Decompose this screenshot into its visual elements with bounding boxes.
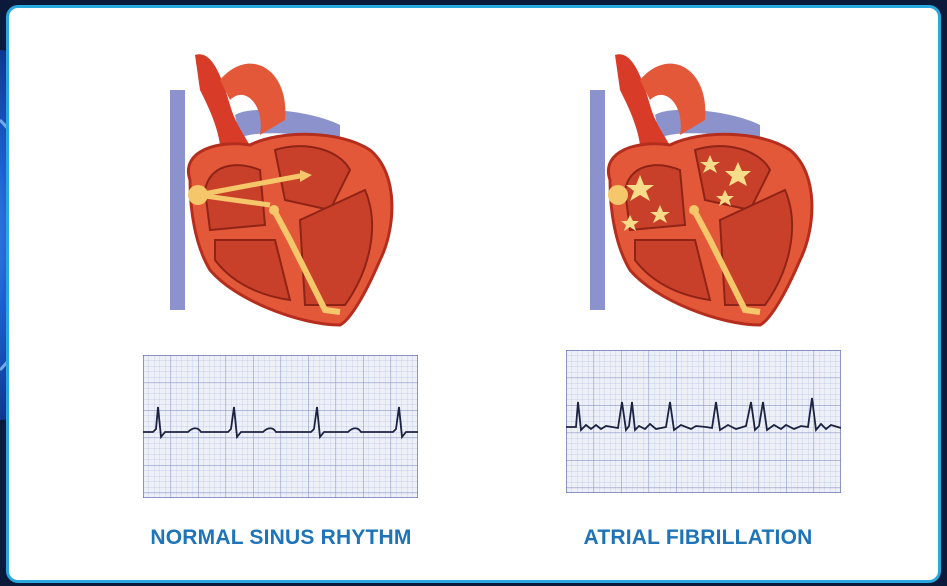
sa-node [608, 185, 628, 205]
ecg-strip-normal [143, 355, 418, 498]
caption-normal-sinus-rhythm: NORMAL SINUS RHYTHM [117, 526, 445, 550]
vena-cava [170, 90, 185, 310]
afib-heart-illustration [560, 50, 860, 340]
normal-heart-illustration [140, 50, 440, 340]
caption-atrial-fibrillation: ATRIAL FIBRILLATION [548, 526, 848, 550]
vena-cava [590, 90, 605, 310]
ecg-strip-afib [566, 350, 841, 493]
